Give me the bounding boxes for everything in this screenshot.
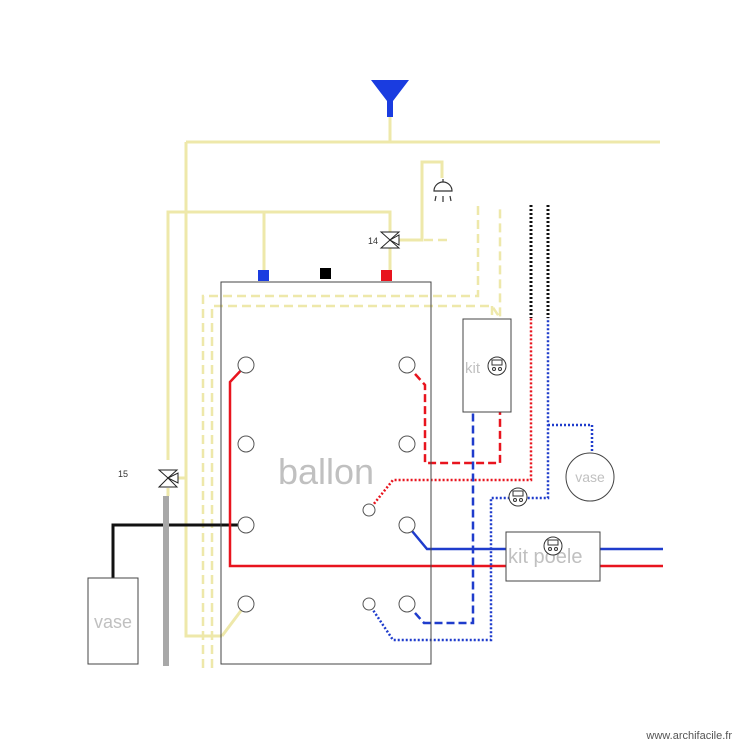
valve-15-label: 15 — [118, 469, 128, 479]
tank-ports — [237, 356, 416, 613]
port-right-1 — [398, 356, 416, 374]
port-left-1 — [237, 356, 255, 374]
red-dotted-pipe — [368, 318, 533, 511]
blue-dotted-pipe — [367, 318, 550, 642]
left-vertical-pipe — [184, 142, 222, 638]
vase-left-label: vase — [94, 612, 132, 632]
expansion-vase-pipe — [111, 523, 246, 578]
dashed-inner-pipe — [210, 205, 502, 668]
port-left-4 — [237, 595, 255, 613]
kit-poele-pump-icon — [543, 536, 563, 556]
blue-dotted-vase-pipe — [548, 423, 594, 453]
vase-left-box — [87, 577, 139, 665]
kit-pump-icon — [487, 356, 507, 376]
valve-14-label: 14 — [368, 236, 378, 246]
yellow-dashed-pipes — [201, 205, 502, 668]
ballon-label: ballon — [278, 451, 374, 492]
upper-loop-pipe — [166, 210, 392, 460]
valve-14-icon — [379, 231, 401, 249]
watermark-text: www.archifacile.fr — [645, 730, 732, 742]
vase-right-circle — [565, 452, 615, 502]
red-loop-pipe — [228, 364, 663, 568]
kit-poele-label: kit poele — [508, 546, 583, 568]
red-pipes — [228, 318, 663, 568]
shower-branch-pipe — [396, 160, 444, 242]
kit-label: kit — [465, 360, 481, 377]
center-marker — [320, 268, 331, 279]
port-left-3 — [237, 516, 255, 534]
cold-water-marker — [258, 270, 269, 281]
vase-right-label: vase — [575, 469, 605, 485]
port-right-4 — [398, 595, 416, 613]
port-left-2 — [237, 435, 255, 453]
dashed-outer-pipe — [201, 205, 480, 668]
hot-water-marker — [381, 270, 392, 281]
yellow-pipes — [166, 115, 660, 638]
circulator-pump-icon — [508, 487, 528, 507]
black-pipes — [111, 205, 550, 666]
port-right-3 — [398, 516, 416, 534]
funnel-icon — [371, 80, 409, 117]
valve-15-icon — [157, 469, 179, 488]
ballon-tank — [220, 281, 432, 665]
port-right-2 — [398, 435, 416, 453]
port-mid-2 — [362, 597, 376, 611]
red-dashed-pipe — [406, 364, 502, 465]
port-mid-1 — [362, 503, 376, 517]
blue-dashed-pipe — [406, 412, 475, 625]
shower-icon — [433, 179, 453, 202]
